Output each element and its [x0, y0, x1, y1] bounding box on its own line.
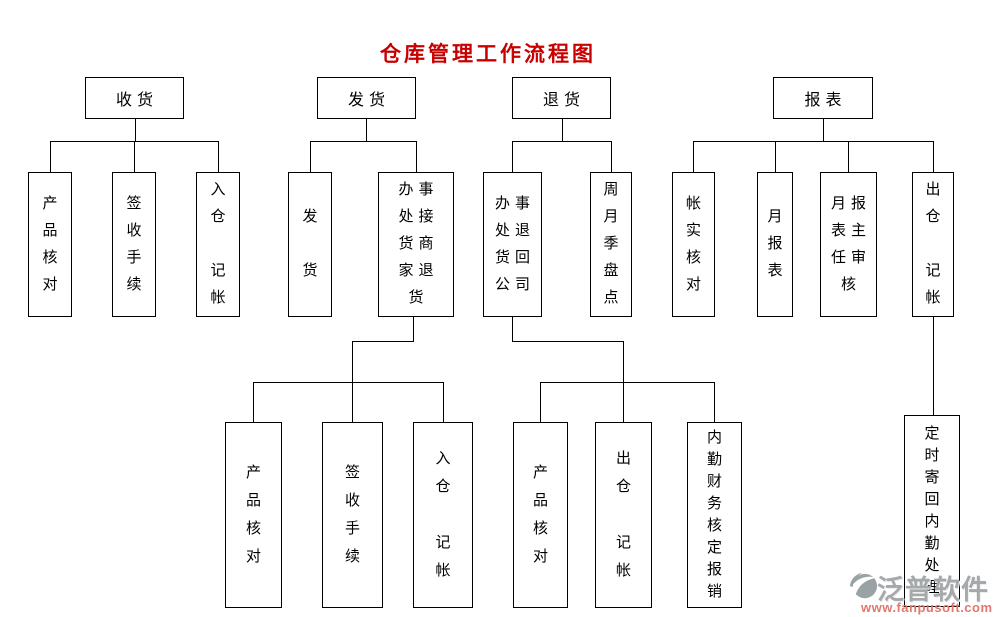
node-label: 帐 实 核 对: [685, 195, 701, 293]
connector-line: [413, 317, 414, 341]
node-warehouse-out-bookkeeping: 出 仓 记 帐: [912, 172, 954, 317]
node-periodic-stocktake: 周 月 季 盘 点: [590, 172, 632, 317]
node-product-check-2: 产 品 核 对: [225, 422, 282, 608]
node-label: 签 收 手 续: [126, 195, 142, 293]
connector-line: [134, 141, 135, 172]
connector-line: [775, 141, 776, 172]
node-account-reconciliation: 帐 实 核 对: [672, 172, 715, 317]
node-receiving: 收货: [85, 77, 184, 119]
node-label: 产 品 核 对: [42, 195, 58, 293]
connector-line: [253, 382, 443, 383]
node-product-check: 产 品 核 对: [28, 172, 72, 317]
connector-line: [416, 141, 417, 172]
node-reports: 报表: [773, 77, 873, 119]
connector-line: [933, 141, 934, 172]
connector-line: [933, 317, 934, 415]
connector-line: [512, 341, 623, 342]
node-label: 月 报 表: [767, 209, 783, 279]
connector-line: [623, 341, 624, 422]
watermark-brand: 泛普软件: [877, 575, 989, 605]
node-label: 入 仓 记 帐: [435, 451, 451, 579]
connector-line: [135, 119, 136, 141]
connector-line: [512, 141, 611, 142]
node-office-return-to-company: 办事 处退 货回 公司: [483, 172, 542, 317]
connector-line: [611, 141, 612, 172]
node-monthly-report-supervisor-review: 月报 表主 任审 核: [820, 172, 877, 317]
connector-line: [714, 382, 715, 422]
node-ship-goods: 发 货: [288, 172, 332, 317]
connector-line: [443, 382, 444, 422]
node-label: 产 品 核 对: [245, 465, 261, 565]
node-office-receive-merchant-returns: 办事 处接 货商 家退 货: [378, 172, 454, 317]
node-label: 产 品 核 对: [532, 465, 548, 565]
node-product-check-3: 产 品 核 对: [513, 422, 568, 608]
connector-line: [352, 341, 353, 422]
node-monthly-report: 月 报 表: [757, 172, 793, 317]
connector-line: [310, 141, 311, 172]
connector-line: [50, 141, 51, 172]
node-warehouse-in-bookkeeping-2: 入 仓 记 帐: [413, 422, 473, 608]
connector-line: [253, 382, 254, 422]
watermark: 泛普软件 www.fanpusoft.com: [846, 568, 996, 616]
connector-line: [512, 141, 513, 172]
connector-line: [310, 141, 416, 142]
connector-line: [352, 341, 414, 342]
node-shipping: 发货: [317, 77, 416, 119]
watermark-url: www.fanpusoft.com: [861, 600, 993, 615]
node-label: 办事 处退 货回 公司: [494, 195, 535, 293]
node-backoffice-finance-reimbursement: 内 勤 财 务 核 定 报 销: [687, 422, 742, 608]
node-label: 签 收 手 续: [344, 465, 360, 565]
connector-line: [693, 141, 694, 172]
fanpu-swoosh-logo-icon: [848, 572, 878, 599]
connector-line: [823, 119, 824, 141]
node-label: 出 仓 记 帐: [615, 451, 631, 579]
node-returns: 退货: [512, 77, 611, 119]
node-label: 发 货: [302, 209, 318, 279]
connector-line: [562, 119, 563, 141]
connector-line: [540, 382, 541, 422]
node-label: 定 时 寄 回 内 勤 处 理: [924, 426, 940, 596]
node-label: 出 仓 记 帐: [925, 182, 941, 306]
node-warehouse-in-bookkeeping: 入 仓 记 帐: [196, 172, 240, 317]
connector-line: [218, 141, 219, 172]
node-sign-procedure: 签 收 手 续: [112, 172, 156, 317]
node-warehouse-out-bookkeeping-2: 出 仓 记 帐: [595, 422, 652, 608]
node-mail-back-to-backoffice: 定 时 寄 回 内 勤 处 理: [904, 415, 960, 607]
node-label: 内 勤 财 务 核 定 报 销: [706, 430, 722, 600]
connector-line: [540, 382, 714, 383]
node-label: 周 月 季 盘 点: [603, 182, 619, 306]
connector-line: [512, 317, 513, 341]
diagram-title: 仓库管理工作流程图: [380, 43, 596, 66]
connector-line: [366, 119, 367, 141]
connector-line: [848, 141, 849, 172]
node-label: 办事 处接 货商 家退 货: [398, 182, 439, 306]
connector-line: [693, 141, 933, 142]
node-label: 月报 表主 任审 核: [830, 195, 871, 293]
node-label: 入 仓 记 帐: [210, 182, 226, 306]
node-sign-procedure-2: 签 收 手 续: [322, 422, 383, 608]
